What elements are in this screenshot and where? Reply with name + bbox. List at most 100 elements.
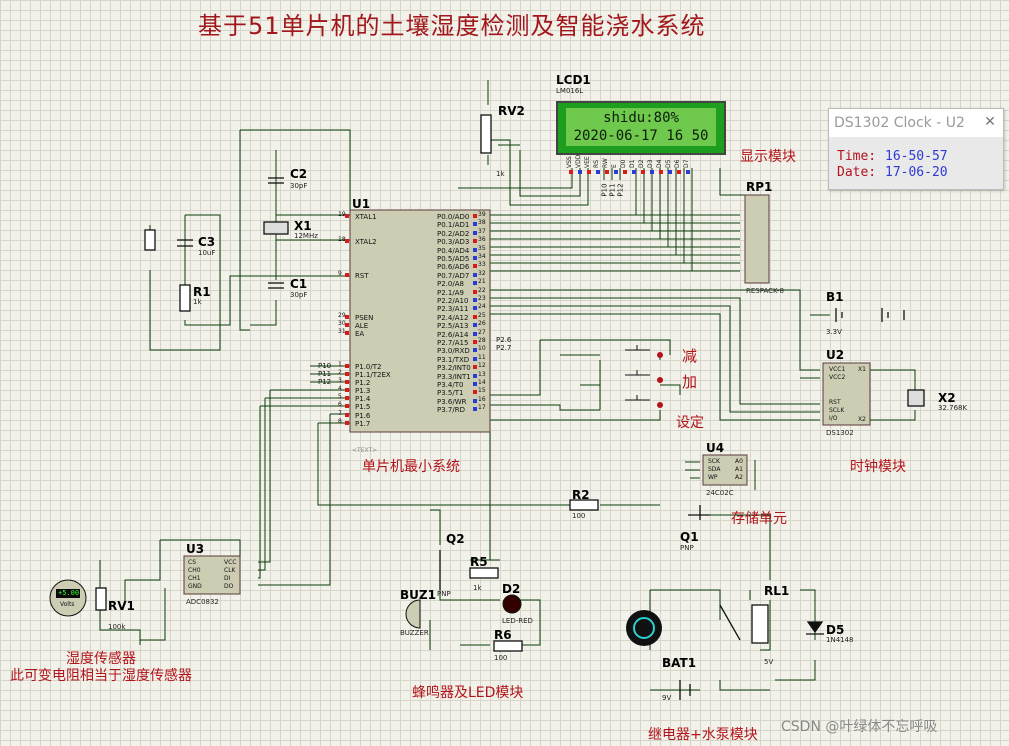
pin-state-icon xyxy=(345,396,349,400)
ds1302-clock-window[interactable]: DS1302 Clock - U2 ✕ Time: 16-50-57 Date:… xyxy=(828,108,1004,190)
lcd-pin-label: D4 xyxy=(656,159,663,168)
mcu-pin-num-left: 8 xyxy=(338,418,342,425)
mcu-pin-num-right: 25 xyxy=(478,311,486,319)
u3-pin-label: CH0 xyxy=(188,567,201,574)
u2-pin-label: X2 xyxy=(858,416,866,423)
pin-state-icon xyxy=(614,170,618,174)
r2-val: 100 xyxy=(572,512,586,520)
pin-state-icon xyxy=(623,170,627,174)
mcu-pin-num-right: 39 xyxy=(478,211,486,218)
c3-ref: C3 xyxy=(198,235,216,249)
mcu-pin-right: P2.4/A12 xyxy=(437,313,469,322)
q1-ref: Q1 xyxy=(680,530,699,544)
mcu-pin-num-right: 28 xyxy=(478,337,486,344)
rp1-ref: RP1 xyxy=(746,180,773,194)
lcd-pin-label: D1 xyxy=(629,159,636,168)
clock-time-value: 16-50-57 xyxy=(885,149,948,164)
mcu-pin-left: P1.5 xyxy=(355,403,371,411)
pin-state-icon xyxy=(473,230,477,235)
pin-state-icon xyxy=(632,170,636,174)
relay-module-label: 继电器+水泵模块 xyxy=(648,727,758,743)
mcu-pin-left: XTAL1 xyxy=(355,213,377,221)
mcu-pin-num-right: 36 xyxy=(478,236,486,244)
r6-val: 100 xyxy=(494,654,508,662)
u2-pin-label: RST xyxy=(829,399,841,406)
r5-ref: R5 xyxy=(470,555,488,569)
d2-val: LED-RED xyxy=(502,617,533,625)
mcu-pin-right: P0.6/AD6 xyxy=(437,263,470,272)
pin-state-icon xyxy=(473,331,477,336)
x2-ref: X2 xyxy=(938,391,956,405)
mcu-pin-left: EA xyxy=(355,330,365,338)
key-set-label: 设定 xyxy=(676,415,704,431)
lcd-display: shidu:80% 2020-06-17 16 50 xyxy=(556,101,726,155)
pin-state-icon xyxy=(473,348,477,353)
mcu-pin-right: P3.2/INT0 xyxy=(437,364,471,373)
mcu-pin-num-right: 23 xyxy=(478,295,486,302)
lcd-pin-label: VSS xyxy=(566,156,573,168)
mcu-pin-num-right: 16 xyxy=(478,395,486,403)
mcu-pin-right: P2.7/A15 xyxy=(437,339,469,347)
c1-ref: C1 xyxy=(290,277,308,291)
voltmeter-unit: Volts xyxy=(60,601,75,608)
u4-pin-label: A1 xyxy=(735,466,743,473)
mcu-pin-right: P3.0/RXD xyxy=(437,347,470,356)
c2-ref: C2 xyxy=(290,167,308,181)
lcd-pin-label: D3 xyxy=(647,159,654,168)
buz1-val: BUZZER xyxy=(400,629,429,637)
net-p12: P12 xyxy=(318,378,332,386)
mcu-pin-num-left: 29 xyxy=(338,312,346,319)
mcu-pin-right: P3.3/INT1 xyxy=(437,372,471,381)
close-icon[interactable]: ✕ xyxy=(984,114,996,130)
pin-state-icon xyxy=(473,214,477,218)
x1-val: 12MHz xyxy=(294,232,318,240)
pin-state-icon xyxy=(473,306,477,311)
mcu-pin-num-left: 3 xyxy=(338,377,342,384)
mcu-pin-left: P1.0/T2 xyxy=(355,363,382,371)
u2-ref: U2 xyxy=(826,348,845,362)
mcu-pin-right: P2.3/A11 xyxy=(437,305,469,314)
pin-state-icon xyxy=(686,170,690,174)
mcu-pin-num-right: 32 xyxy=(478,269,486,277)
net-p11: P11 xyxy=(318,370,332,378)
mcu-caption: 单片机最小系统 xyxy=(362,459,460,475)
mcu-pin-right: P0.1/AD1 xyxy=(437,221,470,230)
pin-state-icon xyxy=(345,413,349,417)
lcd-pin-label: D0 xyxy=(620,159,627,168)
mcu-pin-right: P2.0/A8 xyxy=(437,280,464,289)
pin-state-icon xyxy=(473,256,477,260)
pin-state-icon xyxy=(345,364,349,368)
mcu-pin-num-right: 35 xyxy=(478,244,486,252)
clock-time-label: Time: xyxy=(837,149,877,164)
pin-state-icon xyxy=(345,388,349,392)
mcu-pin-left: P1.2 xyxy=(355,379,371,387)
pin-state-icon xyxy=(650,170,654,174)
mcu-pin-num-right: 17 xyxy=(478,404,486,412)
u2-val: DS1302 xyxy=(826,429,854,437)
mcu-pin-num-right: 34 xyxy=(478,253,486,260)
u3-ref: U3 xyxy=(186,542,205,556)
rl1-ref: RL1 xyxy=(764,584,790,598)
mcu-pin-num-right: 14 xyxy=(478,379,486,386)
mcu-pin-left: P1.6 xyxy=(355,412,371,420)
lcd-pin-label: VEE xyxy=(584,156,591,168)
r2-ref: R2 xyxy=(572,488,590,502)
q2-val: PNP xyxy=(437,590,451,598)
mcu-pin-num-left: 2 xyxy=(338,369,342,376)
mcu-pin-num-left: 18 xyxy=(338,236,346,243)
u4-pin-label: SCK xyxy=(708,458,720,465)
rl1-val: 5V xyxy=(764,658,774,666)
mcu-pin-num-left: 5 xyxy=(338,393,342,400)
pin-state-icon xyxy=(473,239,477,244)
u3-pin-label: DI xyxy=(224,575,231,582)
mcu-pin-right: P0.3/AD3 xyxy=(437,238,470,247)
lcd-line-2: 2020-06-17 16 50 xyxy=(573,128,709,144)
mcu-text-tag: <TEXT> xyxy=(352,447,378,454)
mcu-pin-right: P0.7/AD7 xyxy=(437,271,470,280)
u2-pin-label: X1 xyxy=(858,366,866,373)
mcu-pin-num-right: 12 xyxy=(478,362,486,370)
display-module-label: 显示模块 xyxy=(740,149,796,165)
c2-val: 30pF xyxy=(290,182,308,190)
pin-state-icon xyxy=(345,323,349,327)
u4-ref: U4 xyxy=(706,441,725,455)
